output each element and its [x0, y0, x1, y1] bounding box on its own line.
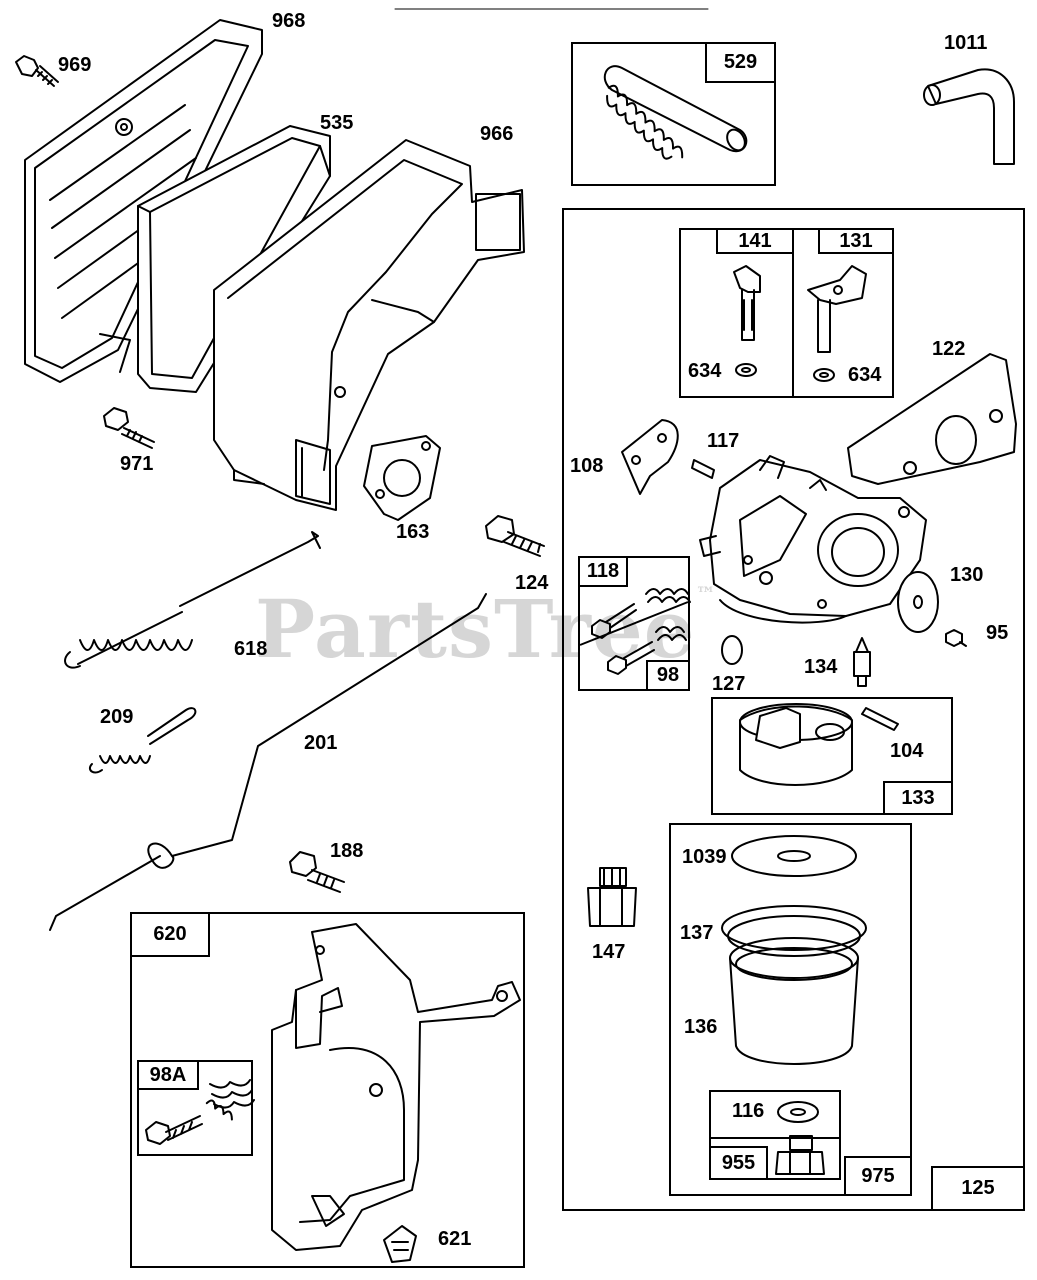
part-label-122: 122 [932, 338, 966, 360]
nut-icon [587, 867, 637, 927]
washer-icon [777, 1101, 819, 1123]
gasket-icon [363, 435, 441, 521]
screw-icon [945, 629, 967, 647]
clip-icon [383, 1225, 417, 1263]
air-cleaner-base-icon [213, 139, 525, 511]
box-620-frame [130, 912, 525, 1268]
box-label-620: 620 [130, 912, 210, 957]
gasket-icon [897, 571, 939, 633]
part-label-147: 147 [592, 941, 626, 963]
screw-icon [15, 55, 59, 87]
hose-icon [603, 65, 748, 153]
elbow-hose-icon [923, 68, 1015, 165]
float-icon [739, 703, 899, 786]
plate-icon [621, 419, 679, 495]
box-label-125: 125 [931, 1166, 1025, 1211]
part-label-1011: 1011 [944, 32, 988, 54]
part-label-136: 136 [684, 1016, 718, 1038]
box-label-955: 955 [709, 1146, 768, 1180]
inlet-needle-icon [853, 637, 871, 687]
part-label-134: 134 [804, 656, 838, 678]
part-label-127: 127 [712, 673, 746, 695]
idle-screw-icon [145, 1079, 255, 1145]
box-118-frame [578, 556, 690, 691]
box-label-141: 141 [716, 228, 794, 254]
part-label-95: 95 [986, 622, 1009, 644]
part-label-201: 201 [304, 732, 338, 754]
box-529-frame [571, 42, 776, 186]
box-133-frame [711, 697, 953, 815]
box-label-975: 975 [844, 1156, 912, 1196]
link-rod-icon [49, 593, 487, 931]
part-label-634-throttle: 634 [688, 360, 722, 382]
part-label-969: 969 [58, 54, 92, 76]
part-label-634-choke: 634 [848, 364, 882, 386]
part-label-188: 188 [330, 840, 364, 862]
part-label-116: 116 [732, 1100, 765, 1122]
part-label-124: 124 [515, 572, 549, 594]
part-label-971: 971 [120, 453, 154, 475]
part-label-137: 137 [680, 922, 714, 944]
part-label-618: 618 [234, 638, 268, 660]
box-955-frame [709, 1090, 841, 1180]
seat-icon [721, 635, 743, 665]
box-label-98A: 98A [137, 1060, 199, 1090]
box-label-131: 131 [818, 228, 894, 254]
screw-icon [289, 851, 345, 893]
part-label-621: 621 [438, 1228, 472, 1250]
float-bowl-icon [721, 905, 867, 1065]
choke-shaft-icon [807, 265, 867, 382]
control-bracket-icon [271, 923, 521, 1251]
box-label-98: 98 [646, 660, 690, 691]
pin-icon [691, 459, 715, 479]
carburetor-icon [699, 455, 927, 624]
spring-icon [64, 531, 321, 669]
part-label-104: 104 [890, 740, 924, 762]
part-label-968: 968 [272, 10, 306, 32]
part-label-108: 108 [570, 455, 604, 477]
part-label-163: 163 [396, 521, 430, 543]
box-975-frame [669, 823, 912, 1196]
box-label-133: 133 [883, 781, 953, 815]
screw-icon [103, 407, 155, 449]
idle-screw-icon [607, 626, 687, 675]
part-label-117: 117 [707, 430, 740, 452]
gasket-icon [731, 835, 857, 877]
throttle-shaft-icon [733, 265, 761, 377]
part-label-209: 209 [100, 706, 134, 728]
part-label-130: 130 [950, 564, 984, 586]
box-label-118: 118 [578, 556, 628, 587]
part-label-535: 535 [320, 112, 354, 134]
screw-icon [485, 515, 545, 557]
spacer-icon [847, 353, 1017, 485]
fuel-fitting-icon [775, 1135, 825, 1175]
spring-icon [88, 707, 197, 774]
air-filter-cover-icon [24, 19, 263, 383]
part-label-966: 966 [480, 123, 514, 145]
spring-icon [606, 84, 684, 160]
box-125-frame [562, 208, 1025, 1211]
partstree-watermark: PartsTree™ [255, 582, 717, 676]
part-label-1039: 1039 [682, 846, 727, 868]
box-label-529: 529 [705, 42, 776, 83]
